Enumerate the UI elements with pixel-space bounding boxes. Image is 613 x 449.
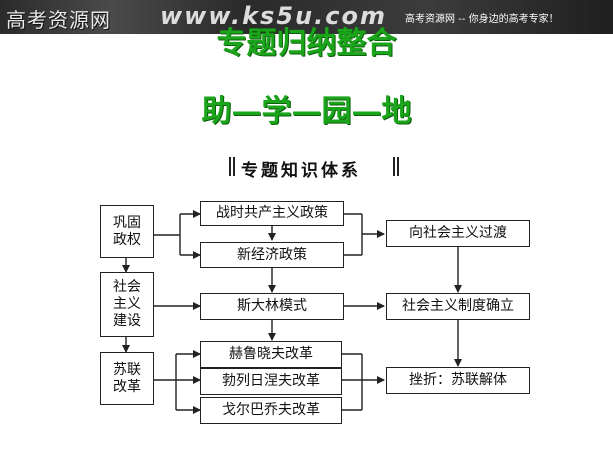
box-brezhnev-reform-label: 勃列日涅夫改革 — [222, 373, 320, 389]
box-khrushchev-reform: 赫鲁晓夫改革 — [200, 341, 342, 368]
box-brezhnev-reform: 勃列日涅夫改革 — [200, 368, 342, 395]
page-title: 专题归纳整合 — [216, 26, 397, 61]
box-socialist-construction-label: 社会 主义 建设 — [113, 279, 141, 329]
box-nep-label: 新经济政策 — [237, 246, 307, 263]
box-nep: 新经济政策 — [200, 242, 344, 268]
box-soviet-reform-label: 苏联 改革 — [113, 361, 141, 395]
box-consolidate-power: 巩固 政权 — [100, 205, 154, 258]
box-gorbachev-reform-label: 戈尔巴乔夫改革 — [222, 402, 320, 418]
box-war-communism: 战时共产主义政策 — [200, 201, 344, 226]
box-gorbachev-reform: 戈尔巴乔夫改革 — [200, 397, 342, 424]
box-stalin-model-label: 斯大林模式 — [237, 298, 307, 314]
site-banner: 高考资源网 www.ks5u.com 高考资源网 -- 你身边的高考专家！ — [0, 0, 613, 34]
box-khrushchev-reform-label: 赫鲁晓夫改革 — [229, 346, 313, 362]
box-consolidate-power-label: 巩固 政权 — [113, 214, 141, 248]
box-transition-socialism-label: 向社会主义过渡 — [409, 225, 507, 241]
box-socialist-system-established: 社会主义制度确立 — [386, 293, 530, 320]
box-transition-socialism: 向社会主义过渡 — [386, 220, 530, 247]
box-war-communism-label: 战时共产主义政策 — [216, 205, 328, 221]
banner-logo: 高考资源网 — [6, 8, 111, 32]
section-header-label: 专题知识体系 — [241, 161, 361, 181]
banner-url[interactable]: www.ks5u.com — [160, 2, 387, 30]
box-stalin-model: 斯大林模式 — [200, 293, 344, 320]
header-bar-right — [393, 157, 399, 176]
box-soviet-reform: 苏联 改革 — [100, 352, 154, 405]
box-setback-ussr-collapse-label: 挫折：苏联解体 — [409, 372, 507, 388]
page-subtitle: 助—学—园—地 — [201, 94, 412, 129]
banner-slogan: 高考资源网 -- 你身边的高考专家！ — [405, 14, 559, 25]
header-bar-left — [229, 157, 235, 176]
box-socialist-construction: 社会 主义 建设 — [100, 272, 154, 337]
box-socialist-system-established-label: 社会主义制度确立 — [402, 298, 514, 314]
box-setback-ussr-collapse: 挫折：苏联解体 — [386, 367, 530, 394]
